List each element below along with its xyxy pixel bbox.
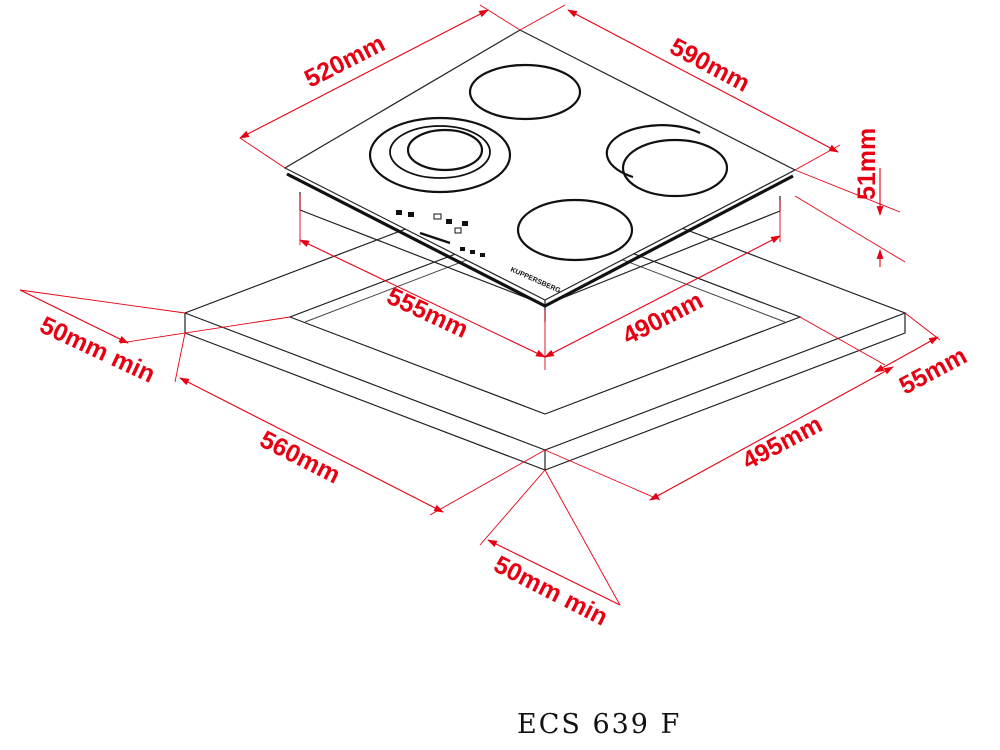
- label-counter-depth: 495mm: [738, 410, 827, 475]
- control-key: [460, 247, 465, 251]
- dim-line-counter-depth: [649, 366, 894, 501]
- dim-line-cutout-width: [299, 239, 546, 358]
- dimension-lines: [19, 9, 939, 606]
- dim-line-clearance-front: [487, 539, 621, 606]
- dim-line-clearance-right: [874, 336, 939, 373]
- label-cutout-width: 555mm: [382, 282, 472, 344]
- dim-line-clearance-left: [19, 289, 129, 344]
- control-key: [396, 210, 402, 215]
- label-clearance-left: 50mm min: [35, 311, 159, 389]
- label-clearance-front: 50mm min: [489, 550, 612, 631]
- dim-line-counter-width: [179, 377, 444, 513]
- dim-line-cutout-depth: [544, 235, 781, 358]
- label-thickness: 51mm: [853, 128, 881, 200]
- control-key: [462, 221, 468, 226]
- control-key: [480, 253, 485, 257]
- control-key: [408, 212, 414, 217]
- label-counter-width: 560mm: [255, 425, 344, 489]
- extension-lines: [19, 4, 941, 606]
- control-key: [433, 213, 442, 220]
- control-key: [454, 227, 462, 234]
- label-clearance-right: 55mm: [895, 342, 972, 401]
- control-key: [446, 219, 452, 224]
- label-top-depth: 590mm: [665, 33, 754, 98]
- control-key: [470, 250, 475, 254]
- dim-line-top-width: [239, 9, 489, 139]
- dim-line-top-depth: [567, 9, 839, 153]
- model-name: ECS 639 F: [517, 709, 681, 740]
